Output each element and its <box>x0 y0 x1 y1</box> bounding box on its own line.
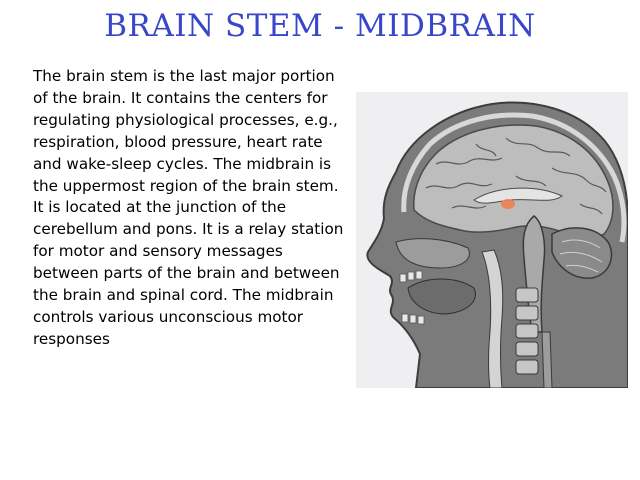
spinal-cord <box>541 331 553 388</box>
nasal-cavity <box>395 238 470 269</box>
airway <box>481 249 504 388</box>
body-text: The brain stem is the last major portion… <box>33 66 351 351</box>
teeth <box>399 270 425 325</box>
slide-title: BRAIN STEM - MIDBRAIN <box>104 8 536 44</box>
skull-rim <box>401 112 627 243</box>
paragraph-brain-stem: The brain stem is the last major portion… <box>33 67 339 195</box>
cerebrum-gyri <box>425 137 607 215</box>
vertebrae <box>515 287 539 375</box>
corpus-callosum <box>473 187 563 204</box>
cerebellum-folia <box>559 239 603 273</box>
midbrain-highlight <box>501 199 515 209</box>
paragraph-midbrain-location: It is located at the junction of the cer… <box>33 198 344 348</box>
tongue <box>407 278 476 315</box>
brain-section-illustration <box>356 92 628 388</box>
